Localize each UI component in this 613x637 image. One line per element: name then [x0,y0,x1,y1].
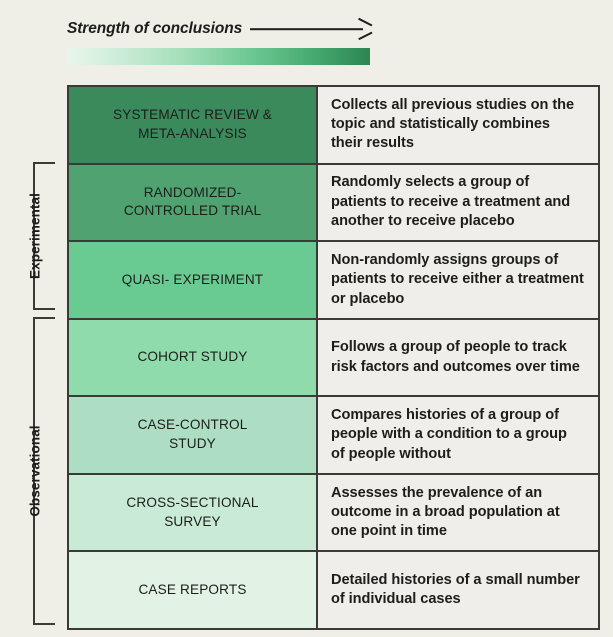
bracket-spine [33,317,35,625]
bracket-tick-bottom [33,623,55,625]
bracket-experimental: Experimental [28,162,55,310]
study-description-cell: Compares histories of a group of people … [318,397,598,473]
study-description-cell: Assesses the prevalence of an outcome in… [318,474,598,551]
strength-gradient-bar [67,48,370,65]
study-description-text: Assesses the prevalence of an outcome in… [331,484,560,540]
study-level-label: CASE-CONTROL STUDY [137,417,248,452]
table-row: CASE REPORTS Detailed histories of a sma… [69,552,598,629]
table-row: RANDOMIZED- CONTROLLED TRIAL Randomly se… [69,164,598,243]
study-level-cell: QUASI- EXPERIMENT [69,242,318,318]
study-description-cell: Randomly selects a group of patients to … [318,164,598,241]
evidence-hierarchy-table: SYSTEMATIC REVIEW & META-ANALYSIS Collec… [67,85,600,630]
study-level-label: CROSS-SECTIONAL SURVEY [126,494,259,529]
table-row: CASE-CONTROL STUDY Compares histories of… [69,397,598,475]
study-description-text: Randomly selects a group of patients to … [331,174,571,230]
bracket-tick-bottom [33,308,55,310]
bracket-tick-top [33,317,55,319]
study-description-cell: Non-randomly assigns groups of patients … [318,242,598,318]
page-title: Strength of conclusions [67,20,243,37]
table-row: QUASI- EXPERIMENT Non-randomly assigns g… [69,242,598,320]
study-description-cell: Collects all previous studies on the top… [318,87,598,163]
study-level-cell: CASE REPORTS [69,552,318,629]
study-description-text: Compares histories of a group of people … [331,406,567,462]
study-description-cell: Detailed histories of a small number of … [318,552,598,629]
legend-caption-row: Strength of conclusions [67,16,370,42]
study-level-cell: COHORT STUDY [69,319,318,396]
strength-legend: Strength of conclusions [67,16,370,68]
study-level-label: CASE REPORTS [138,581,247,597]
study-level-label: QUASI- EXPERIMENT [121,271,264,287]
right-arrow-icon [250,20,370,38]
study-description-text: Non-randomly assigns groups of patients … [331,251,584,307]
table-row: CROSS-SECTIONAL SURVEY Assesses the prev… [69,474,598,553]
bracket-spine [33,162,35,310]
table-row: SYSTEMATIC REVIEW & META-ANALYSIS Collec… [69,87,598,165]
bracket-label-experimental: Experimental [27,193,43,279]
bracket-observational: Observational [28,317,55,625]
table-row: COHORT STUDY Follows a group of people t… [69,319,598,398]
bracket-tick-top [33,162,55,164]
study-level-label: RANDOMIZED- CONTROLLED TRIAL [123,184,262,219]
study-description-text: Collects all previous studies on the top… [331,96,575,152]
study-description-text: Follows a group of people to track risk … [331,339,580,375]
study-description-text: Detailed histories of a small number of … [331,571,580,608]
study-level-label: SYSTEMATIC REVIEW & META-ANALYSIS [113,107,272,141]
study-level-cell: CASE-CONTROL STUDY [69,397,318,473]
study-level-cell: CROSS-SECTIONAL SURVEY [69,474,318,551]
study-description-cell: Follows a group of people to track risk … [318,319,598,396]
study-level-label: COHORT STUDY [137,349,248,365]
study-level-cell: SYSTEMATIC REVIEW & META-ANALYSIS [69,87,318,163]
bracket-label-observational: Observational [27,425,43,517]
study-level-cell: RANDOMIZED- CONTROLLED TRIAL [69,164,318,241]
